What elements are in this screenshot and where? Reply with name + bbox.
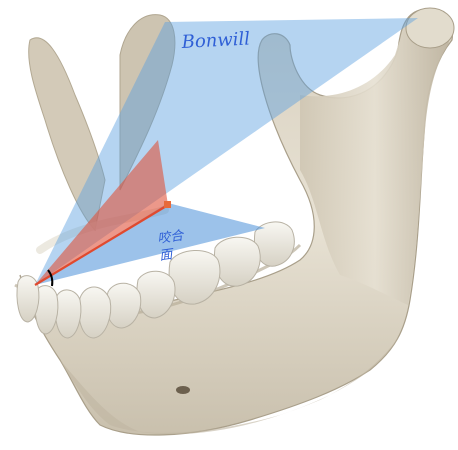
bonwill-label: Bonwill (180, 28, 251, 53)
condyle-point-marker (164, 201, 171, 208)
molar-2 (214, 237, 260, 286)
mental-foramen-icon (176, 386, 190, 394)
right-condyle (406, 8, 454, 48)
